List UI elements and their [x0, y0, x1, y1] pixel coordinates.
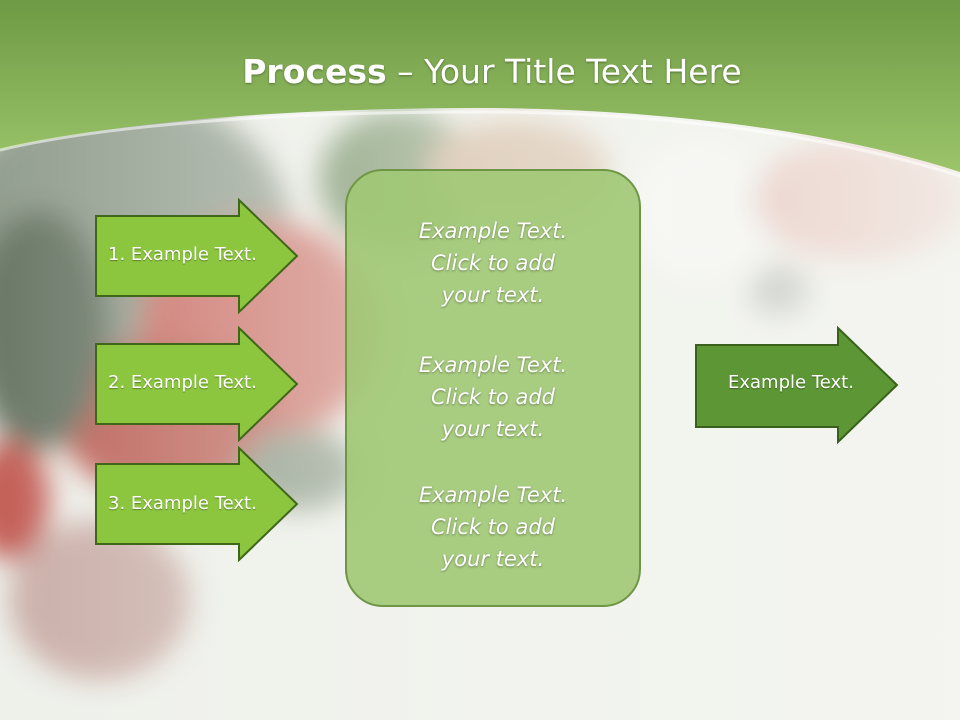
title-rest: – Your Title Text Here	[386, 52, 742, 91]
center-paragraph-1-line-1: Example Text.	[418, 219, 568, 243]
header-band	[0, 0, 960, 178]
right-arrow[interactable]	[694, 326, 900, 444]
center-paragraph-2-line-3: your text.	[441, 417, 545, 441]
left-arrow-1-label: 1. Example Text.	[108, 244, 257, 265]
center-paragraph-1-line-2: Click to add	[430, 251, 555, 275]
left-arrow-3[interactable]	[94, 446, 300, 562]
slide-title: Process – Your Title Text Here	[0, 52, 960, 91]
center-paragraph-1: Example Text. Click to add your text.	[347, 215, 639, 311]
center-paragraph-3-line-2: Click to add	[430, 515, 555, 539]
center-paragraph-2: Example Text. Click to add your text.	[347, 349, 639, 445]
left-arrow-2-label: 2. Example Text.	[108, 372, 257, 393]
center-text-box[interactable]: Example Text. Click to add your text. Ex…	[345, 169, 641, 607]
right-arrow-label: Example Text.	[728, 372, 854, 393]
center-paragraph-1-line-3: your text.	[441, 283, 545, 307]
left-arrow-3-label: 3. Example Text.	[108, 493, 257, 514]
left-arrow-1[interactable]	[94, 198, 300, 314]
center-paragraph-2-line-1: Example Text.	[418, 353, 568, 377]
center-paragraph-3-line-3: your text.	[441, 547, 545, 571]
left-arrow-2[interactable]	[94, 326, 300, 442]
center-paragraph-3: Example Text. Click to add your text.	[347, 479, 639, 575]
title-bold: Process	[242, 52, 387, 91]
center-paragraph-2-line-2: Click to add	[430, 385, 555, 409]
center-paragraph-3-line-1: Example Text.	[418, 483, 568, 507]
